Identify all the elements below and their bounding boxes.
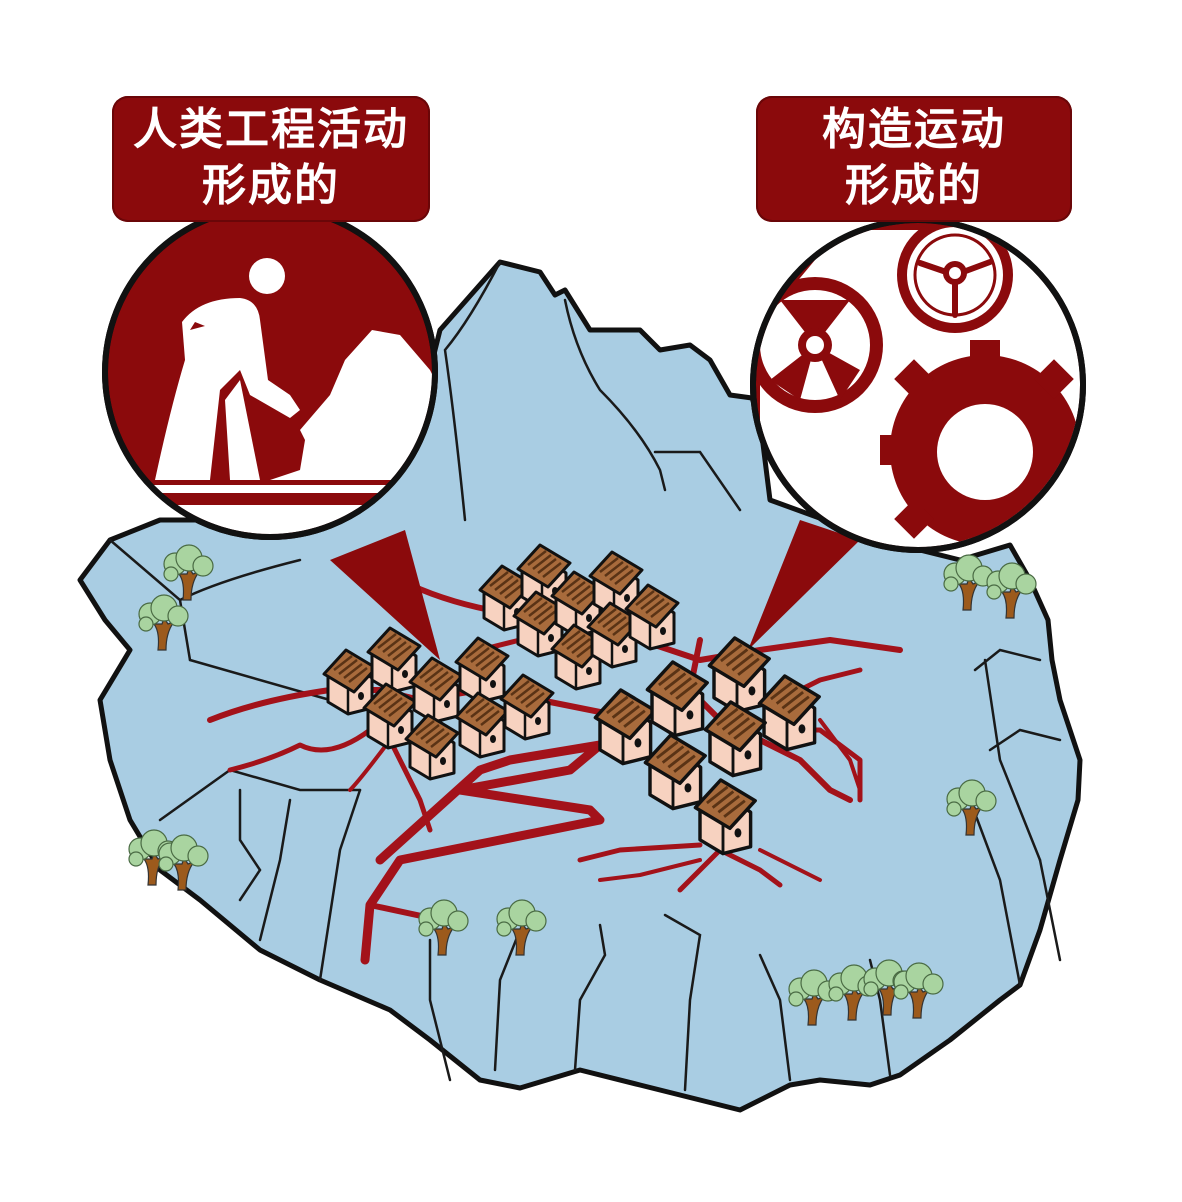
gears-icon xyxy=(750,217,1086,553)
right-callout-pointer xyxy=(748,520,860,650)
tectonic-movement-label-line1: 构造运动 xyxy=(822,104,1006,155)
worker-digging-icon xyxy=(102,204,438,540)
human-engineering-label-line2: 形成的 xyxy=(202,160,340,211)
human-engineering-label-line1: 人类工程活动 xyxy=(133,104,409,155)
tectonic-movement-label-line2: 形成的 xyxy=(845,160,983,211)
tectonic-movement-label: 构造运动 形成的 xyxy=(756,96,1072,222)
human-engineering-label: 人类工程活动 形成的 xyxy=(112,96,430,222)
left-callout-pointer xyxy=(330,530,440,660)
